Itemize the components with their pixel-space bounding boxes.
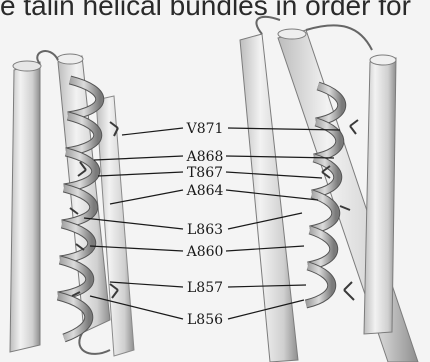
- cylinder-cap: [57, 54, 83, 64]
- cylinder-helix: [10, 62, 40, 352]
- residue-label-l856: L856: [187, 312, 223, 328]
- residue-label-l857: L857: [187, 280, 223, 296]
- residue-label-t867: T867: [187, 165, 223, 181]
- residue-label-l863: L863: [187, 222, 223, 238]
- residue-label-a868: A868: [186, 149, 224, 165]
- cylinder-cap: [370, 55, 396, 65]
- cylinder-helix: [240, 34, 298, 362]
- residue-labels: V871 A868 T867 A864 L863 A860 L857 L856: [186, 121, 224, 328]
- loop-coil: [306, 25, 372, 50]
- residue-label-a864: A864: [186, 183, 224, 199]
- cylinder-helix: [364, 58, 396, 334]
- cylinder-helix: [278, 30, 418, 362]
- residue-label-v871: V871: [186, 121, 224, 137]
- cylinder-cap: [278, 29, 306, 39]
- cylinder-cap: [13, 61, 41, 71]
- loop-coil: [256, 17, 280, 34]
- loop-coil: [79, 330, 110, 354]
- residue-label-a860: A860: [186, 244, 224, 260]
- right-helix-bundle: [240, 17, 418, 362]
